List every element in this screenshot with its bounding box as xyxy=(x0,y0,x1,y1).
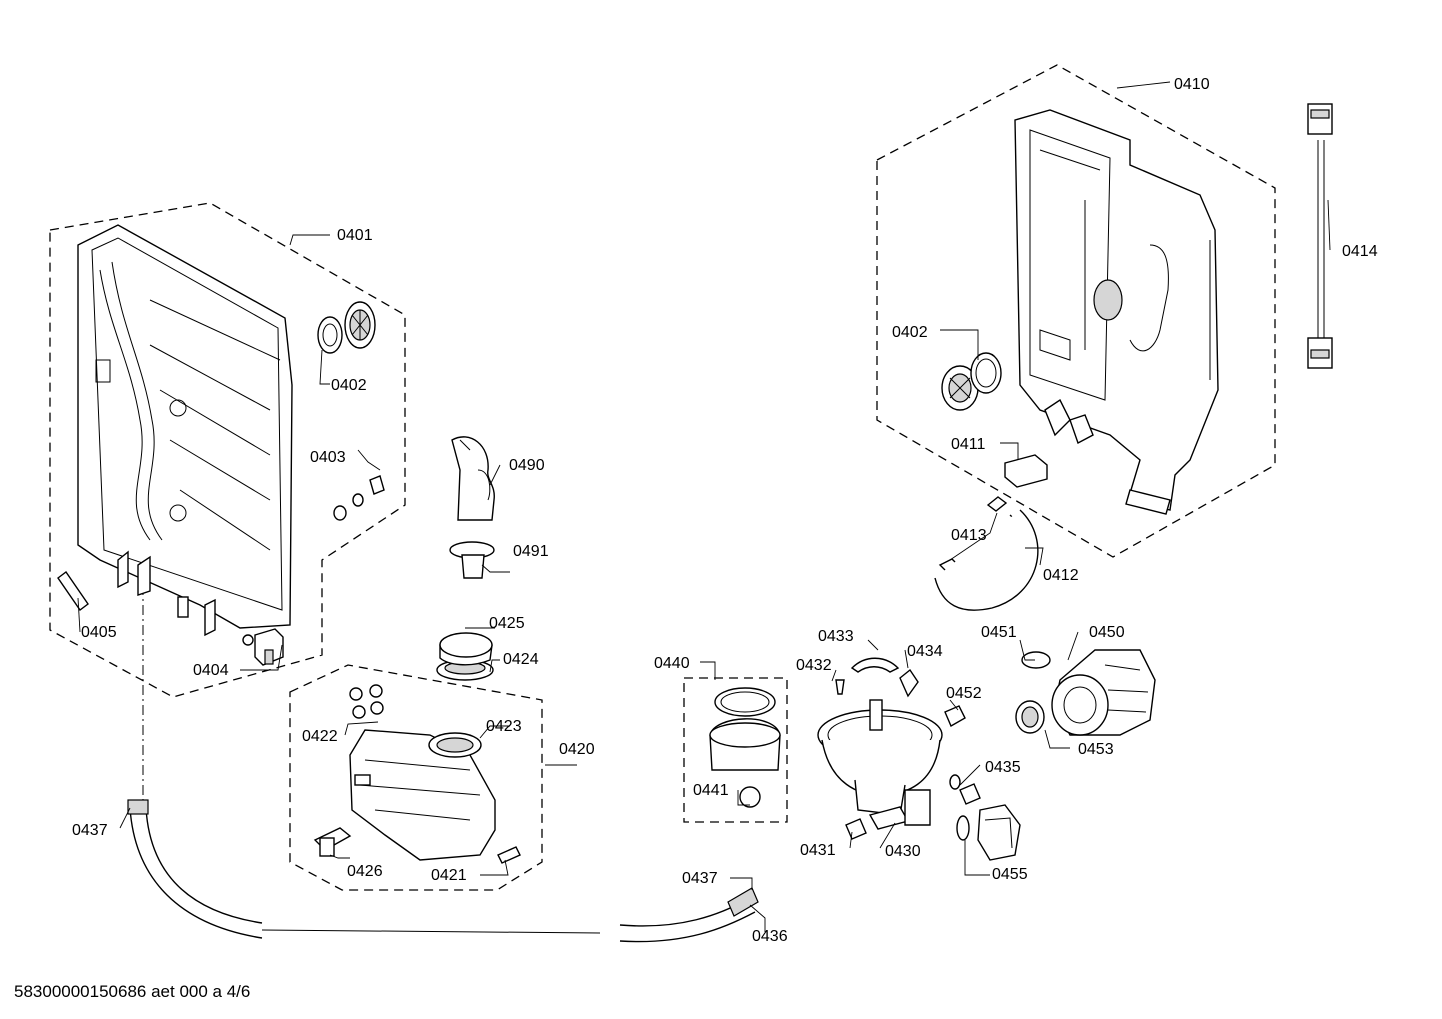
housing-0410 xyxy=(1014,109,1219,515)
label-0426: 0426 xyxy=(347,863,383,880)
group-boundary-0401 xyxy=(49,202,406,698)
part-0411 xyxy=(1004,454,1048,488)
label-0490: 0490 xyxy=(509,457,545,474)
label-0437-left: 0437 xyxy=(72,822,108,839)
connectors-0403 xyxy=(333,475,385,521)
label-0410: 0410 xyxy=(1174,76,1210,93)
sump-0430 xyxy=(817,699,943,830)
clip-0452 xyxy=(944,705,966,727)
heater-0455 xyxy=(977,804,1021,861)
label-0420: 0420 xyxy=(559,741,595,758)
label-0412: 0412 xyxy=(1043,567,1079,584)
small-seals-0422 xyxy=(349,684,384,719)
label-0432: 0432 xyxy=(796,657,832,674)
clamp-0413-top xyxy=(986,496,1008,512)
label-0450: 0450 xyxy=(1089,624,1125,641)
label-0425: 0425 xyxy=(489,615,525,632)
leader-lines xyxy=(77,81,1331,932)
document-footer-code: 58300000150686 aet 000 a 4/6 xyxy=(14,982,251,1001)
label-0491: 0491 xyxy=(513,543,549,560)
nozzle-0453 xyxy=(1015,700,1045,734)
nozzle-0431 xyxy=(845,818,867,840)
clip-0405 xyxy=(57,571,89,611)
label-0405: 0405 xyxy=(81,624,117,641)
label-0440: 0440 xyxy=(654,655,690,672)
label-0402-right: 0402 xyxy=(892,324,928,341)
clip-0434 xyxy=(899,668,919,698)
label-0414: 0414 xyxy=(1342,243,1378,260)
group-boundary-0440 xyxy=(683,677,788,823)
clamp-0451 xyxy=(1021,651,1051,669)
label-0453: 0453 xyxy=(1078,741,1114,758)
label-0431: 0431 xyxy=(800,842,836,859)
label-0441: 0441 xyxy=(693,782,729,799)
label-0404: 0404 xyxy=(193,662,229,679)
label-0422: 0422 xyxy=(302,728,338,745)
label-0403: 0403 xyxy=(310,449,346,466)
side-panel-0401 xyxy=(77,224,293,637)
label-0433: 0433 xyxy=(818,628,854,645)
group-boundary-0420 xyxy=(289,664,543,891)
part-0440-group xyxy=(709,687,781,808)
cap-0491 xyxy=(449,541,495,579)
label-0435: 0435 xyxy=(985,759,1021,776)
label-0402-left: 0402 xyxy=(331,377,367,394)
label-0455: 0455 xyxy=(992,866,1028,883)
cable-0414 xyxy=(1307,103,1333,369)
label-0411: 0411 xyxy=(951,436,986,453)
label-0423: 0423 xyxy=(486,718,522,735)
part-0435 xyxy=(959,783,981,805)
screw-0432 xyxy=(835,679,845,695)
funnel-0490 xyxy=(451,436,495,521)
label-0436: 0436 xyxy=(752,928,788,945)
label-0451: 0451 xyxy=(981,624,1017,641)
valve-0426 xyxy=(313,827,352,857)
clip-0433 xyxy=(850,657,900,673)
valve-0404 xyxy=(242,628,284,666)
group-boundary-0410 xyxy=(876,64,1276,558)
label-0434: 0434 xyxy=(907,643,943,660)
seal-0435 xyxy=(949,774,961,790)
filter-seal-0402-right xyxy=(941,352,1002,411)
label-0421: 0421 xyxy=(431,867,467,884)
label-0430: 0430 xyxy=(885,843,921,860)
label-0437-right: 0437 xyxy=(682,870,718,887)
filter-seal-0402-left xyxy=(317,301,376,354)
label-0401: 0401 xyxy=(337,227,373,244)
label-0452: 0452 xyxy=(946,685,982,702)
pump-0450 xyxy=(1051,649,1156,736)
seal-0455 xyxy=(956,815,970,841)
hose-0412 xyxy=(934,509,1039,611)
drain-hose-0437 xyxy=(127,799,759,943)
label-0424: 0424 xyxy=(503,651,539,668)
label-0413: 0413 xyxy=(951,527,987,544)
lid-0424-0425 xyxy=(436,632,494,681)
clip-0421 xyxy=(497,846,521,864)
salt-container-0420 xyxy=(349,729,496,861)
